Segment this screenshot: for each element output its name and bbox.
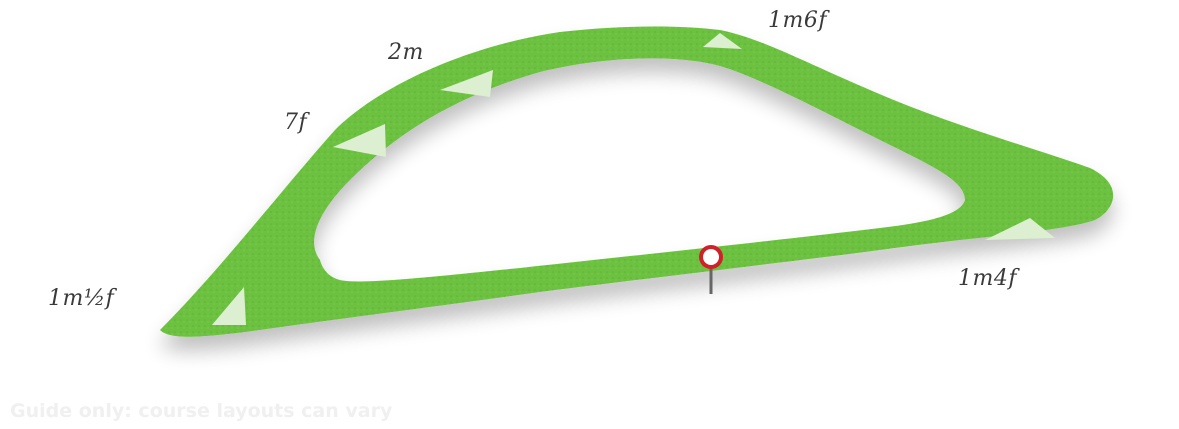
distance-label-7f: 7f [284,110,307,135]
distance-label-1m4f: 1m4f [958,266,1017,291]
distance-label-1m6f: 1m6f [768,8,827,33]
disclaimer-text: Guide only: course layouts can vary [10,400,392,422]
distance-label-1m-half-f: 1m½f [48,286,114,311]
distance-label-2m: 2m [388,40,424,65]
